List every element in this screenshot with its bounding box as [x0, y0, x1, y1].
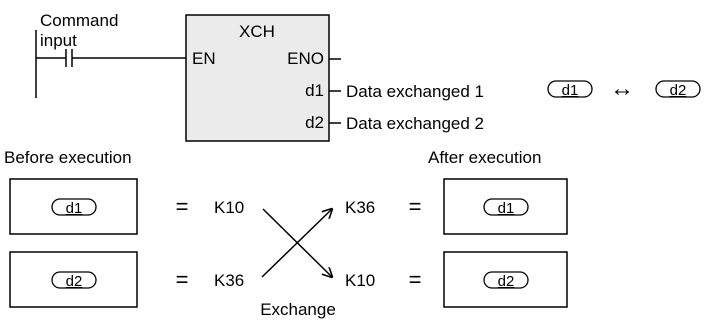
before-top-value: K10 [214, 198, 244, 217]
swap-d2-tag [655, 80, 701, 98]
after-d2-text: d2 [498, 273, 515, 290]
after-top-equals: = [409, 194, 422, 219]
before-execution-title: Before execution [4, 148, 132, 167]
swap-d1-text: d1 [562, 82, 579, 99]
pin-eno-label: ENO [287, 49, 324, 68]
xch-function-block: XCH EN ENO d1 d2 [185, 14, 330, 142]
before-d1-text: d1 [66, 200, 83, 217]
before-d2-tag [51, 271, 97, 289]
after-top-value: K36 [345, 198, 375, 217]
function-block-box [185, 14, 330, 142]
exchange-caption: Exchange [260, 300, 336, 319]
swap-notation: d1 ↔ d2 [547, 75, 701, 102]
command-input-label-line2: input [40, 31, 77, 50]
operand-d2-description: Data exchanged 2 [346, 114, 484, 133]
pin-d1-label: d1 [305, 81, 324, 100]
after-bottom-value: K10 [345, 271, 375, 290]
swap-arrow-icon: ↔ [610, 75, 634, 102]
exchange-arrow-up-icon [261, 209, 332, 278]
ladder-rung: Command input [35, 11, 186, 98]
normally-open-contact-icon [65, 49, 73, 67]
before-d2-text: d2 [66, 273, 83, 290]
swap-d2-text: d2 [670, 82, 687, 99]
after-d1-text: d1 [498, 200, 515, 217]
swap-d1-tag [547, 80, 593, 98]
operand-d1-description: Data exchanged 1 [346, 82, 484, 101]
before-bottom-equals: = [176, 267, 189, 292]
after-execution-title: After execution [428, 148, 541, 167]
pin-en-label: EN [192, 49, 216, 68]
after-d1-tag [483, 198, 529, 216]
instruction-name: XCH [239, 22, 275, 41]
before-bottom-value: K36 [214, 271, 244, 290]
command-input-label-line1: Command [40, 11, 118, 30]
pin-d2-label: d2 [305, 113, 324, 132]
after-bottom-equals: = [409, 267, 422, 292]
after-d2-tag [483, 271, 529, 289]
before-top-equals: = [176, 194, 189, 219]
before-d1-tag [51, 198, 97, 216]
